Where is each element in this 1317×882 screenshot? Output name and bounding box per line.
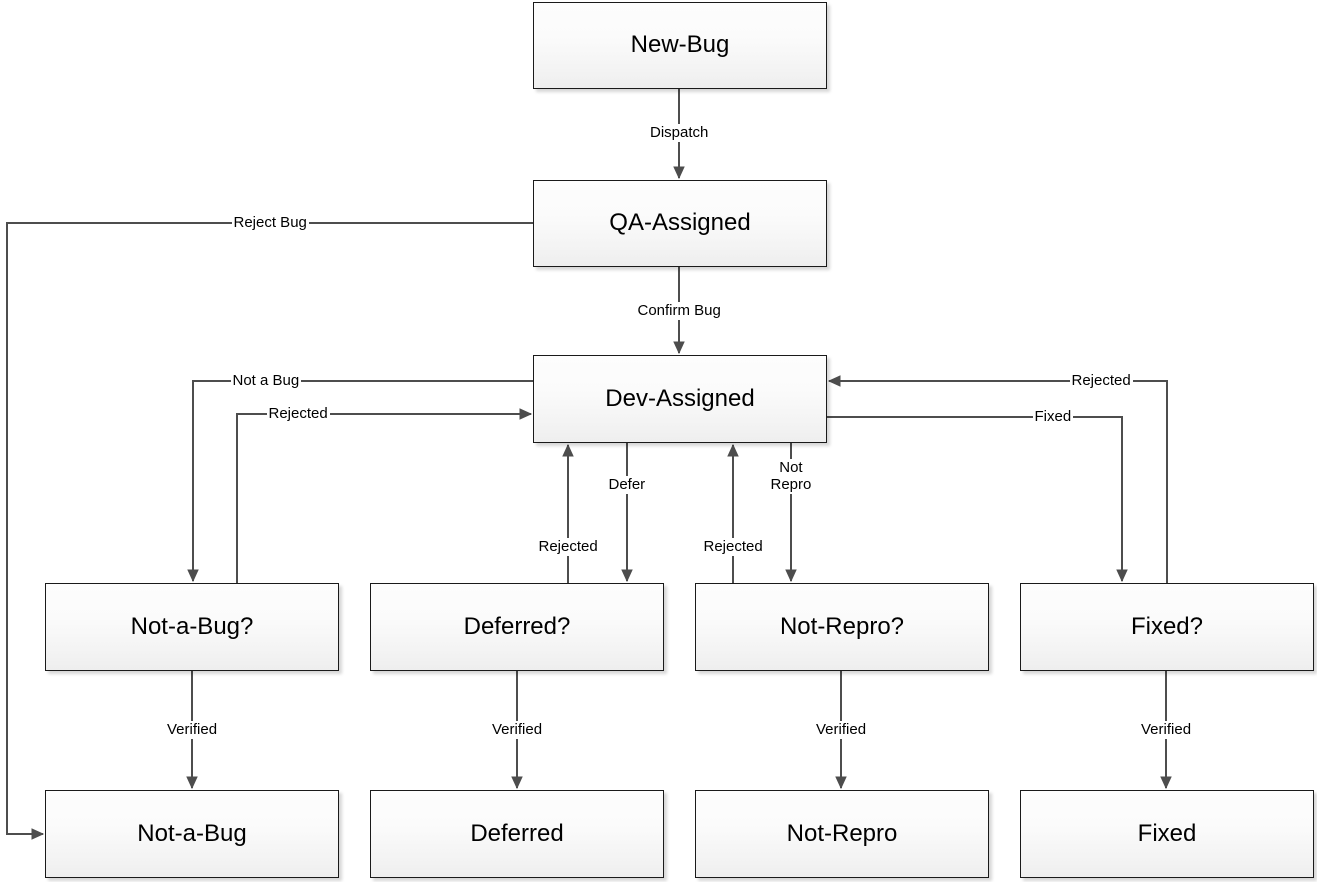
edge-rejected-fixed [827, 375, 1168, 583]
node-not-a-bug[interactable]: Not-a-Bug [45, 790, 339, 878]
edge-label-rejected-deferred: Rejected [536, 538, 600, 556]
edge-label-fixed: Fixed [1032, 408, 1074, 426]
edge-label-defer: Defer [606, 476, 648, 494]
node-not-a-bug-question[interactable]: Not-a-Bug? [45, 583, 339, 671]
edge-label-rejected-fixed: Rejected [1069, 372, 1133, 390]
node-label: Deferred? [463, 612, 571, 640]
node-label: Deferred [470, 819, 564, 847]
node-qa-assigned[interactable]: QA-Assigned [533, 180, 827, 267]
node-label: Fixed? [1130, 612, 1204, 640]
node-label: Not-Repro [786, 819, 898, 847]
edge-label-rejected-not-repro: Rejected [701, 538, 765, 556]
edge-label-reject-bug: Reject Bug [231, 214, 309, 232]
edge-fixed [827, 416, 1128, 583]
edge-label-rejected-not-a-bug: Rejected [266, 405, 330, 423]
node-not-repro[interactable]: Not-Repro [695, 790, 989, 878]
node-label: Fixed [1137, 819, 1197, 847]
node-label: Dev-Assigned [605, 384, 755, 412]
node-new-bug[interactable]: New-Bug [533, 2, 827, 89]
edge-reject-bug [6, 222, 533, 840]
node-fixed-question[interactable]: Fixed? [1020, 583, 1314, 671]
node-label: Not-a-Bug [137, 819, 247, 847]
edge-label-verified-not-repro: Verified [814, 721, 869, 739]
node-deferred[interactable]: Deferred [370, 790, 664, 878]
edge-label-verified-deferred: Verified [490, 721, 545, 739]
edge-not-a-bug [187, 380, 533, 583]
edge-label-verified-not-a-bug: Verified [165, 721, 220, 739]
node-label: QA-Assigned [609, 209, 751, 237]
node-label: Not-Repro? [779, 612, 905, 640]
edge-label-dispatch: Dispatch [648, 124, 711, 142]
edge-label-not-a-bug: Not a Bug [230, 372, 302, 390]
node-fixed[interactable]: Fixed [1020, 790, 1314, 878]
node-label: New-Bug [630, 31, 730, 59]
node-label: Not-a-Bug? [130, 612, 254, 640]
edge-label-verified-fixed: Verified [1139, 721, 1194, 739]
node-dev-assigned[interactable]: Dev-Assigned [533, 355, 827, 443]
node-deferred-question[interactable]: Deferred? [370, 583, 664, 671]
node-not-repro-question[interactable]: Not-Repro? [695, 583, 989, 671]
edge-label-confirm-bug: Confirm Bug [635, 302, 723, 320]
